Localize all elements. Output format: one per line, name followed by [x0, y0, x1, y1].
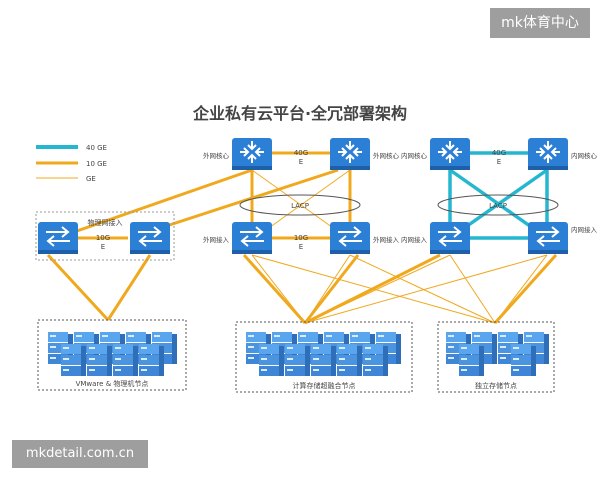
physical-access-box: [35, 211, 175, 261]
legend-label-ge: GE: [86, 175, 96, 183]
label-int-core-left: 内网核心: [401, 151, 428, 160]
switch-ext-core-left: [232, 138, 272, 170]
watermark-top: mk体育中心: [490, 8, 590, 38]
lacp-ring-ext: [239, 194, 361, 216]
link-label-10g-ext-e: E: [299, 243, 303, 251]
legend-label-40ge: 40 GE: [86, 144, 107, 152]
legend-label-10ge: 10 GE: [86, 160, 107, 168]
server-group-compute: 计算存储超融合节点: [235, 321, 413, 393]
switch-physical-left: [38, 222, 78, 254]
label-storage-nodes: 独立存储节点: [475, 381, 517, 390]
page-title: 企业私有云平台·全冗部署架构: [192, 104, 407, 123]
label-int-access-left: 内网接入: [401, 235, 428, 244]
server-group-storage: 独立存储节点: [437, 321, 555, 393]
label-ext-access-left: 外网接入: [203, 235, 230, 244]
physical-access-label: 物理网接入: [88, 218, 123, 227]
link-label-10g-ext: 10G: [294, 234, 308, 242]
server-group-vmware: VMware & 物理机节点: [37, 319, 187, 391]
label-ext-access-right: 外网接入: [373, 235, 400, 244]
link-label-40g-ext-e: E: [299, 158, 303, 166]
lacp-ring-int: [437, 194, 559, 216]
link-label-40g-int-e: E: [497, 158, 501, 166]
switch-int-core-right: [528, 138, 568, 170]
link-label-10g-phys-e: E: [101, 243, 105, 251]
lacp-label-ext: LACP: [291, 202, 309, 210]
switch-ext-core-right: [330, 138, 370, 170]
lacp-label-int: LACP: [489, 202, 507, 210]
link-label-10g-phys: 10G: [96, 234, 110, 242]
switch-physical-right: [130, 222, 170, 254]
switch-int-access-left: [430, 222, 470, 254]
watermark-bottom: mkdetail.com.cn: [12, 440, 148, 468]
link-label-40g-ext: 40G: [294, 149, 308, 157]
link-label-40g-int: 40G: [492, 149, 506, 157]
switch-ext-access-right: [330, 222, 370, 254]
label-ext-core-right: 外网核心: [373, 151, 400, 160]
switch-int-core-left: [430, 138, 470, 170]
label-int-access-right: 内网接入: [571, 225, 598, 234]
switch-ext-access-left: [232, 222, 272, 254]
10ge-links: [46, 151, 558, 325]
legend: 40 GE 10 GE GE: [36, 144, 107, 183]
ge-links: [251, 169, 548, 324]
label-int-core-right: 内网核心: [571, 151, 598, 160]
switch-int-access-right: [528, 222, 568, 254]
label-vmware-nodes: VMware & 物理机节点: [76, 379, 149, 388]
label-compute-nodes: 计算存储超融合节点: [293, 381, 356, 390]
label-ext-core-left: 外网核心: [203, 151, 230, 160]
